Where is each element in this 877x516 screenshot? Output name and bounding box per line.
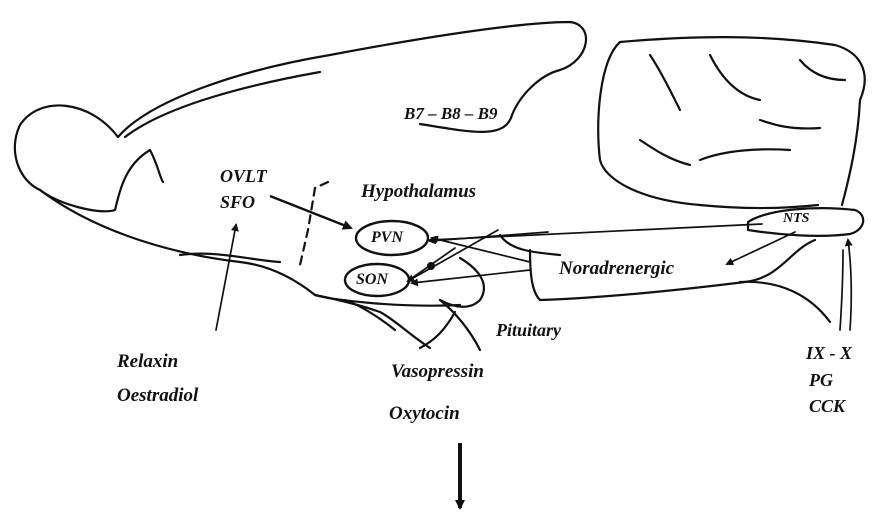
son-label: SON bbox=[356, 272, 388, 288]
vagal-input-arrow bbox=[848, 240, 851, 330]
nts-label: NTS bbox=[783, 212, 809, 226]
hypothalamus-boundary bbox=[300, 182, 328, 265]
junction-dot bbox=[427, 262, 435, 270]
oestradiol-label: Oestradiol bbox=[117, 386, 198, 405]
sfo-label: SFO bbox=[220, 193, 255, 211]
raphe-nuclei-label: B7 – B8 – B9 bbox=[404, 105, 498, 122]
olfactory-bulb bbox=[15, 105, 163, 211]
cortex-outline bbox=[118, 22, 586, 137]
pg-label: PG bbox=[809, 371, 833, 389]
cerebellum-outline bbox=[620, 37, 865, 205]
relaxin-to-sfo-arrow bbox=[216, 225, 236, 330]
pvn-label: PVN bbox=[371, 230, 403, 246]
noradrenergic-label: Noradrenergic bbox=[559, 259, 674, 278]
relaxin-label: Relaxin bbox=[117, 352, 178, 371]
pituitary-label: Pituitary bbox=[496, 321, 561, 339]
ovlt-label: OVLT bbox=[220, 167, 267, 185]
hypothalamus-label: Hypothalamus bbox=[361, 182, 476, 201]
vasopressin-label: Vasopressin bbox=[391, 362, 484, 381]
ovlt-to-pvn-arrow bbox=[270, 196, 351, 228]
nts-to-noradrenergic-arrow bbox=[727, 232, 795, 264]
oxytocin-label: Oxytocin bbox=[389, 404, 460, 423]
cranial-nerves-label: IX - X bbox=[806, 344, 852, 362]
cck-label: CCK bbox=[809, 397, 845, 415]
